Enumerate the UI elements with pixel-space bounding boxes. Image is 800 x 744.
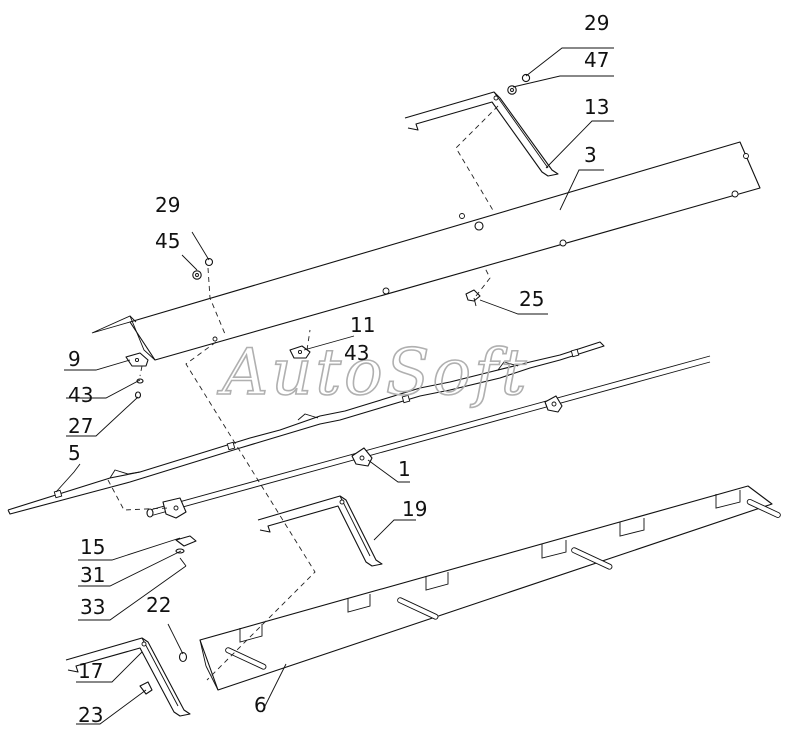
label-15: 15: [80, 535, 105, 559]
part-11-clip[interactable]: [289, 345, 311, 359]
label-25: 25: [519, 287, 544, 311]
part-19-bracket[interactable]: [257, 495, 383, 567]
part-17-bracket[interactable]: [65, 637, 191, 717]
label-17: 17: [78, 659, 103, 683]
part-27-spring[interactable]: [134, 391, 142, 399]
label-22: 22: [146, 593, 171, 617]
label-5: 5: [68, 441, 81, 465]
leader-lines: [55, 47, 614, 725]
part-6-plate[interactable]: [199, 485, 781, 691]
part-under-nut: [474, 221, 484, 231]
part-1-rod[interactable]: [146, 355, 711, 519]
part-13-bracket[interactable]: [404, 91, 559, 177]
part-9-clip[interactable]: [125, 352, 149, 367]
label-3: 3: [584, 143, 597, 167]
label-9: 9: [68, 347, 81, 371]
part-23-bolt[interactable]: [139, 681, 153, 695]
part-29-nut-top[interactable]: [521, 73, 531, 83]
part-47-washer-top[interactable]: [507, 85, 517, 95]
label-11: 11: [350, 313, 375, 337]
label-31: 31: [80, 563, 105, 587]
label-13: 13: [584, 95, 609, 119]
part-3-cover-angle[interactable]: [91, 141, 761, 361]
part-15-plate[interactable]: [175, 535, 197, 547]
assembly-dashed-lines: [107, 105, 499, 681]
label-43: 43: [68, 383, 93, 407]
part-22-nut[interactable]: [178, 651, 188, 663]
part-5-strip[interactable]: [7, 341, 605, 515]
label-19: 19: [402, 497, 427, 521]
part-number-labels: 29 47 13 3 29 45 25 11 43 9 43 27 5 1 19…: [68, 11, 609, 727]
label-29-left: 29: [155, 193, 180, 217]
watermark-text: AutoSoft: [217, 336, 529, 410]
part-29-nut-left[interactable]: [204, 257, 214, 267]
part-43-washer[interactable]: [136, 378, 144, 384]
label-27: 27: [68, 414, 93, 438]
part-25-bolt[interactable]: [465, 289, 481, 307]
part-45-washer-left[interactable]: [192, 270, 202, 280]
label-43-middle: 43: [344, 341, 369, 365]
label-45: 45: [155, 229, 180, 253]
label-6: 6: [254, 693, 267, 717]
label-1: 1: [398, 457, 411, 481]
part-33-pin[interactable]: [179, 557, 187, 567]
label-23: 23: [78, 703, 103, 727]
label-33: 33: [80, 595, 105, 619]
label-29-top: 29: [584, 11, 609, 35]
label-47: 47: [584, 48, 609, 72]
